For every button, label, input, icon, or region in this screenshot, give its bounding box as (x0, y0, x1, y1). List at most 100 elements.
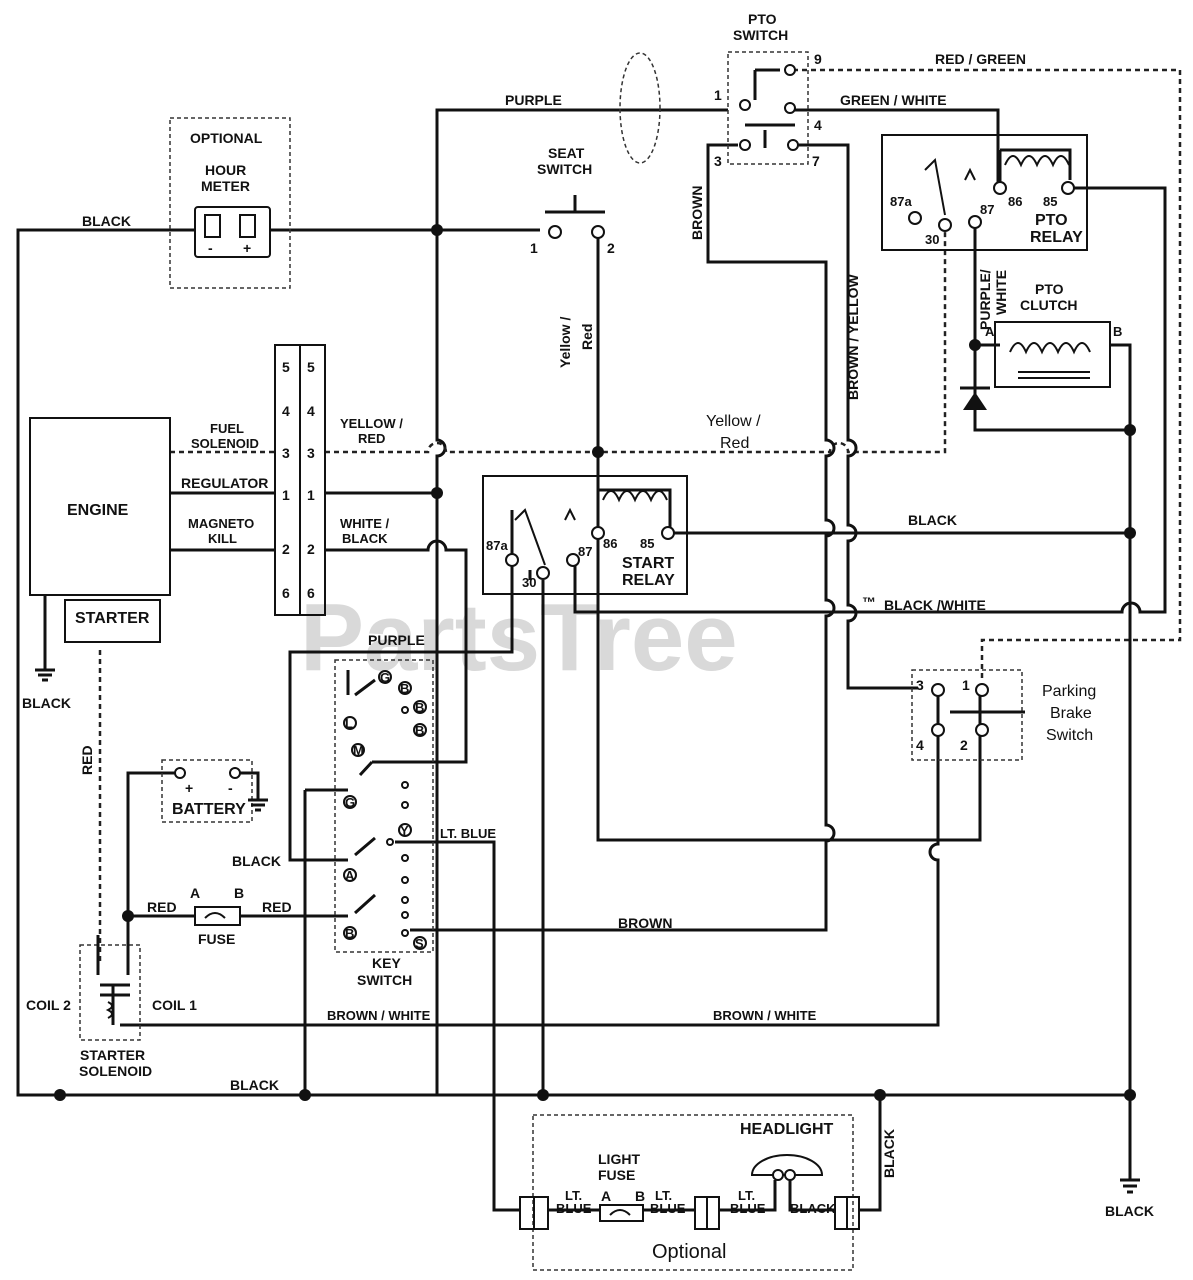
engine: ENGINE STARTER BLACK (22, 417, 171, 711)
hour-meter-title-2: METER (201, 178, 250, 194)
battery-title: BATTERY (172, 801, 246, 818)
svg-text:BROWN / YELLOW: BROWN / YELLOW (845, 273, 861, 400)
svg-text:5: 5 (307, 359, 315, 375)
svg-text:BLACK: BLACK (342, 531, 388, 546)
fuse: A B FUSE (190, 885, 244, 947)
battery: + - BATTERY BLACK (161, 759, 281, 869)
svg-text:BLUE: BLUE (730, 1201, 766, 1216)
headlight-title: HEADLIGHT (740, 1121, 834, 1138)
wire-white-black (170, 539, 468, 764)
svg-text:Yellow /: Yellow / (706, 413, 761, 430)
wire-battery-neg (238, 771, 260, 800)
parking-brake-title-2: Brake (1050, 705, 1092, 722)
svg-text:BLACK: BLACK (881, 1129, 897, 1178)
svg-text:BLUE: BLUE (650, 1201, 686, 1216)
svg-text:RED: RED (358, 431, 385, 446)
svg-text:LT.: LT. (565, 1188, 582, 1203)
label-solenoid: SOLENOID (191, 436, 259, 451)
svg-text:BLACK: BLACK (82, 213, 131, 229)
wire-purple-mid (288, 510, 514, 862)
start-relay-87: 87 (578, 544, 592, 559)
svg-text:Y: Y (400, 823, 409, 838)
svg-text:WHITE: WHITE (993, 270, 1009, 315)
svg-text:B: B (635, 1188, 645, 1204)
svg-text:BROWN / WHITE: BROWN / WHITE (713, 1008, 817, 1023)
wire-brown (410, 143, 836, 932)
svg-text:BLACK: BLACK (908, 512, 957, 528)
svg-text:LT.: LT. (738, 1188, 755, 1203)
key-switch: G B B L B M G Y A B S KEY SWITCH (334, 659, 434, 988)
hour-meter-optional: OPTIONAL (190, 130, 263, 146)
hour-meter-title-1: HOUR (205, 162, 246, 178)
svg-text:M: M (353, 743, 364, 758)
wire-black-left (16, 228, 195, 1097)
svg-text:BROWN: BROWN (618, 915, 672, 931)
svg-text:B: B (345, 926, 354, 941)
wire-red-green (793, 68, 1182, 680)
svg-text:RED: RED (262, 899, 292, 915)
pto-relay-title-2: RELAY (1030, 229, 1083, 246)
key-switch-title-2: SWITCH (357, 972, 412, 988)
svg-text:1: 1 (307, 487, 315, 503)
label-regulator: REGULATOR (181, 475, 268, 491)
svg-text:WHITE /: WHITE / (340, 516, 389, 531)
pto-relay-86: 86 (1008, 194, 1022, 209)
svg-text:PURPLE/: PURPLE/ (977, 269, 993, 330)
svg-text:4: 4 (282, 403, 290, 419)
light-fuse-title-1: LIGHT (598, 1151, 640, 1167)
svg-text:PURPLE: PURPLE (505, 92, 562, 108)
svg-text:PURPLE: PURPLE (368, 632, 425, 648)
optional-label: Optional (652, 1241, 727, 1263)
svg-text:3: 3 (916, 677, 924, 693)
svg-text:BLACK: BLACK (790, 1201, 836, 1216)
pto-term-1: 1 (714, 87, 722, 103)
wire-start-30 (528, 570, 545, 1095)
seat-switch-title-1: SEAT (548, 145, 585, 161)
hour-meter-plus: + (243, 240, 251, 256)
svg-text:BLACK: BLACK (230, 1077, 279, 1093)
svg-text:2: 2 (960, 737, 968, 753)
svg-text:1: 1 (962, 677, 970, 693)
svg-text:RED / GREEN: RED / GREEN (935, 51, 1026, 67)
start-relay-title-1: START (622, 555, 674, 572)
engine-title: ENGINE (67, 502, 129, 519)
start-relay-30: 30 (522, 575, 536, 590)
watermark: PartsTree (300, 584, 738, 691)
svg-text:6: 6 (307, 585, 315, 601)
svg-text:B: B (234, 885, 244, 901)
svg-text:4: 4 (307, 403, 315, 419)
pto-term-4: 4 (814, 117, 822, 133)
wires (16, 68, 1182, 1212)
svg-text:Yellow /: Yellow / (557, 317, 573, 368)
hour-meter: OPTIONAL HOUR METER - + (169, 117, 291, 289)
seat-term-1: 1 (530, 240, 538, 256)
svg-text:YELLOW /: YELLOW / (340, 416, 403, 431)
pto-clutch-title-2: CLUTCH (1020, 297, 1078, 313)
svg-text:-: - (228, 780, 233, 796)
pto-clutch-a: A (985, 324, 995, 339)
pto-switch-title-1: PTO (748, 11, 777, 27)
wire-purple-top (435, 108, 728, 230)
svg-text:Red: Red (579, 324, 595, 350)
seat-switch-title-2: SWITCH (537, 161, 592, 177)
svg-text:2: 2 (282, 541, 290, 557)
start-relay-86: 86 (603, 536, 617, 551)
seat-switch: SEAT SWITCH 1 2 (530, 145, 615, 256)
pto-term-7: 9 (814, 51, 822, 67)
start-relay-85: 85 (640, 536, 654, 551)
label-fuel: FUEL (210, 421, 244, 436)
pto-switch-title-2: SWITCH (733, 27, 788, 43)
svg-text:B: B (415, 700, 424, 715)
pto-term-3: 3 (714, 153, 722, 169)
label-black-battery: BLACK (232, 853, 281, 869)
start-relay-87a: 87a (486, 538, 508, 553)
svg-text:Red: Red (720, 435, 749, 452)
wire-labels: RED / GREEN PURPLE GREEN / WHITE BLACK B… (79, 51, 1026, 1178)
starter-solenoid-title-1: STARTER (80, 1047, 145, 1063)
junction-dots (54, 224, 1136, 1101)
svg-text:A: A (601, 1188, 611, 1204)
wire-437-vert (435, 230, 447, 495)
svg-text:LT. BLUE: LT. BLUE (440, 826, 496, 841)
svg-text:BROWN / WHITE: BROWN / WHITE (327, 1008, 431, 1023)
